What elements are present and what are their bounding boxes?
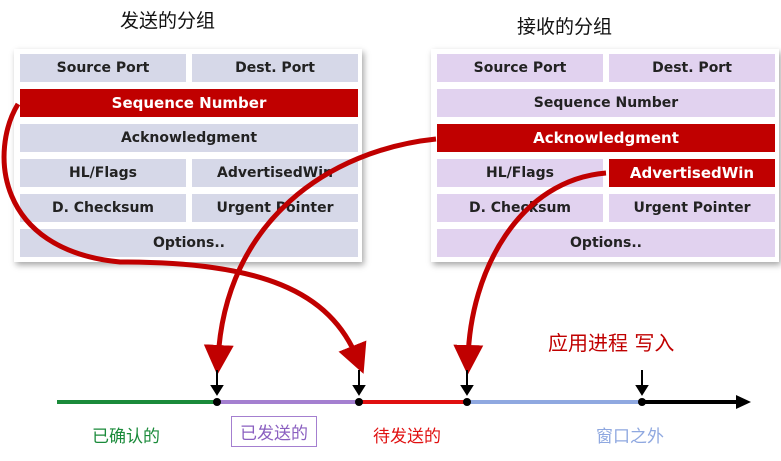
seq-to-sent-boundary-arrow [1, 102, 367, 374]
sent-label: 已发送的 [231, 416, 317, 447]
acked-label: 已确认的 [92, 427, 160, 447]
right-acknowledgment: Acknowledgment [437, 124, 775, 152]
sent-packet-title: 发送的分组 [120, 10, 216, 32]
left-dest-port: Dest. Port [192, 54, 358, 82]
boundary-dot-app [638, 398, 646, 406]
right-dest-port: Dest. Port [609, 54, 775, 82]
app-write-annotation: 应用进程 写入 [548, 331, 675, 355]
boundary-dot-sent [355, 398, 363, 406]
right-options: Options.. [437, 229, 775, 257]
left-hl-flags: HL/Flags [20, 159, 186, 187]
right-sequence-number: Sequence Number [437, 89, 775, 117]
boundary-dot-window [463, 398, 471, 406]
right-hl-flags: HL/Flags [437, 159, 603, 187]
left-source-port: Source Port [20, 54, 186, 82]
left-sequence-number: Sequence Number [20, 89, 358, 117]
right-advertised-win: AdvertisedWin [609, 159, 775, 187]
received-packet-header: Source Port Dest. Port Sequence Number A… [431, 49, 779, 262]
boundary-dot-acked [213, 398, 221, 406]
win-to-window-end-arrow [453, 170, 607, 375]
to-send-label: 待发送的 [373, 427, 441, 447]
pointer-arrow-window [460, 370, 474, 396]
right-urgent-pointer: Urgent Pointer [609, 194, 775, 222]
received-packet-title: 接收的分组 [517, 16, 613, 38]
pointer-arrow-sent [352, 370, 366, 396]
pointer-arrow-app [635, 370, 649, 396]
timeline-arrowhead [736, 395, 751, 409]
right-source-port: Source Port [437, 54, 603, 82]
sent-packet-header: Source Port Dest. Port Sequence Number A… [14, 49, 362, 262]
pointer-arrow-acked [210, 370, 224, 396]
left-checksum: D. Checksum [20, 194, 186, 222]
left-acknowledgment: Acknowledgment [20, 124, 358, 152]
ack-to-acked-boundary-arrow [203, 136, 437, 375]
outside-window-label: 窗口之外 [596, 427, 664, 447]
